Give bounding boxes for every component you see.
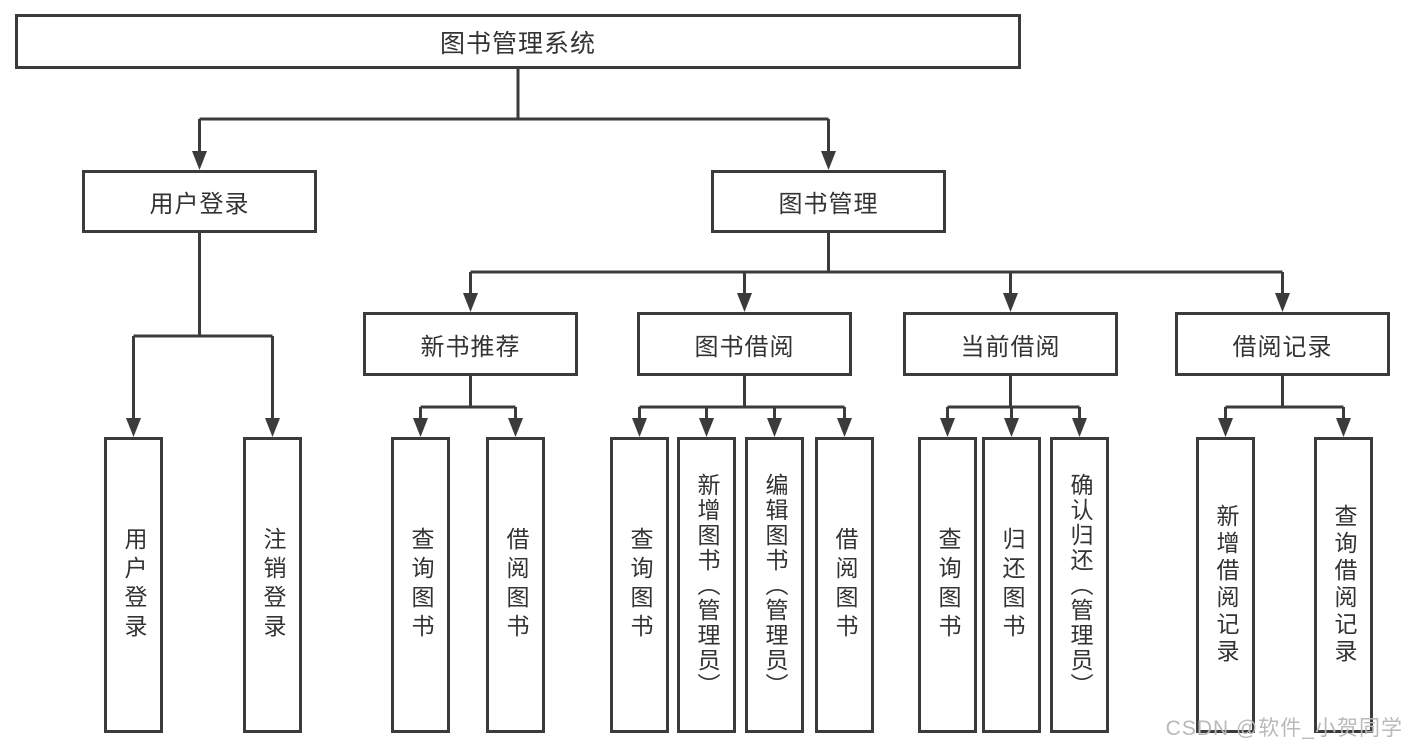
arrowhead-leaf-return-books	[1004, 418, 1019, 437]
leaf-query-borrow-record: 查询借阅记录	[1314, 437, 1373, 733]
leaf-borrow-books-recommend-label: 借阅图书	[503, 527, 529, 643]
arrowhead-leaf-confirm-return	[1072, 418, 1087, 437]
arrowhead-new-book-recommend	[463, 293, 478, 312]
node-root: 图书管理系统	[15, 14, 1021, 69]
arrowhead-book-borrow	[737, 293, 752, 312]
leaf-user-login-label: 用户登录	[121, 527, 147, 643]
leaf-edit-books-admin: 编辑图书（管理员）	[745, 437, 804, 733]
arrowhead-leaf-add-borrow-record	[1218, 418, 1233, 437]
node-borrow-records: 借阅记录	[1175, 312, 1390, 376]
leaf-query-books-borrow: 查询图书	[610, 437, 669, 733]
arrowhead-borrow-records	[1275, 293, 1290, 312]
leaf-confirm-return-admin-label: 确认归还（管理员）	[1067, 472, 1093, 698]
arrowhead-leaf-user-login	[126, 418, 141, 437]
leaf-query-books-recommend: 查询图书	[391, 437, 450, 733]
csdn-watermark: CSDN @软件_小贺同学	[1165, 717, 1403, 740]
node-book-borrow: 图书借阅	[637, 312, 852, 376]
arrowhead-current-borrow	[1003, 293, 1018, 312]
leaf-add-books-admin-label: 新增图书（管理员）	[694, 472, 720, 698]
leaf-borrow-books-recommend: 借阅图书	[486, 437, 545, 733]
leaf-add-borrow-record-label: 新增借阅记录	[1213, 504, 1239, 666]
leaf-return-books: 归还图书	[982, 437, 1041, 733]
connector-book-borrow-children	[638, 376, 846, 420]
leaf-logout-label: 注销登录	[260, 527, 286, 643]
arrowhead-leaf-edit-books-admin	[767, 418, 782, 437]
connector-current-borrow-children	[946, 376, 1081, 420]
node-book-management: 图书管理	[711, 170, 946, 233]
connector-root-to-level2	[198, 69, 830, 153]
leaf-query-books-recommend-label: 查询图书	[408, 527, 434, 643]
arrowhead-leaf-add-books-admin	[699, 418, 714, 437]
arrowhead-leaf-query-books-recommend	[413, 418, 428, 437]
leaf-confirm-return-admin: 确认归还（管理员）	[1050, 437, 1109, 733]
node-current-borrow: 当前借阅	[903, 312, 1118, 376]
leaf-logout: 注销登录	[243, 437, 302, 733]
arrowhead-leaf-logout	[265, 418, 280, 437]
connector-book-management-children	[469, 233, 1284, 295]
leaf-add-books-admin: 新增图书（管理员）	[677, 437, 736, 733]
arrowhead-user-login	[192, 151, 207, 170]
node-new-book-recommend: 新书推荐	[363, 312, 578, 376]
leaf-borrow-books-label: 借阅图书	[832, 527, 858, 643]
leaf-query-books-borrow-label: 查询图书	[627, 527, 653, 643]
leaf-borrow-books: 借阅图书	[815, 437, 874, 733]
arrowhead-leaf-query-books-current	[940, 418, 955, 437]
leaf-query-borrow-record-label: 查询借阅记录	[1331, 504, 1357, 666]
arrowhead-leaf-query-borrow-record	[1336, 418, 1351, 437]
connector-user-login-children	[132, 233, 274, 420]
leaf-user-login: 用户登录	[104, 437, 163, 733]
leaf-return-books-label: 归还图书	[999, 527, 1025, 643]
node-user-login: 用户登录	[82, 170, 317, 233]
arrowhead-leaf-query-books-borrow	[632, 418, 647, 437]
arrowhead-leaf-borrow-books	[837, 418, 852, 437]
leaf-query-books-current-label: 查询图书	[935, 527, 961, 643]
leaf-query-books-current: 查询图书	[918, 437, 977, 733]
leaf-add-borrow-record: 新增借阅记录	[1196, 437, 1255, 733]
arrowhead-leaf-borrow-books-recommend	[508, 418, 523, 437]
connector-new-book-recommend-children	[419, 376, 517, 420]
arrowhead-book-management	[821, 151, 836, 170]
leaf-edit-books-admin-label: 编辑图书（管理员）	[762, 472, 788, 698]
connector-borrow-records-children	[1224, 376, 1345, 420]
